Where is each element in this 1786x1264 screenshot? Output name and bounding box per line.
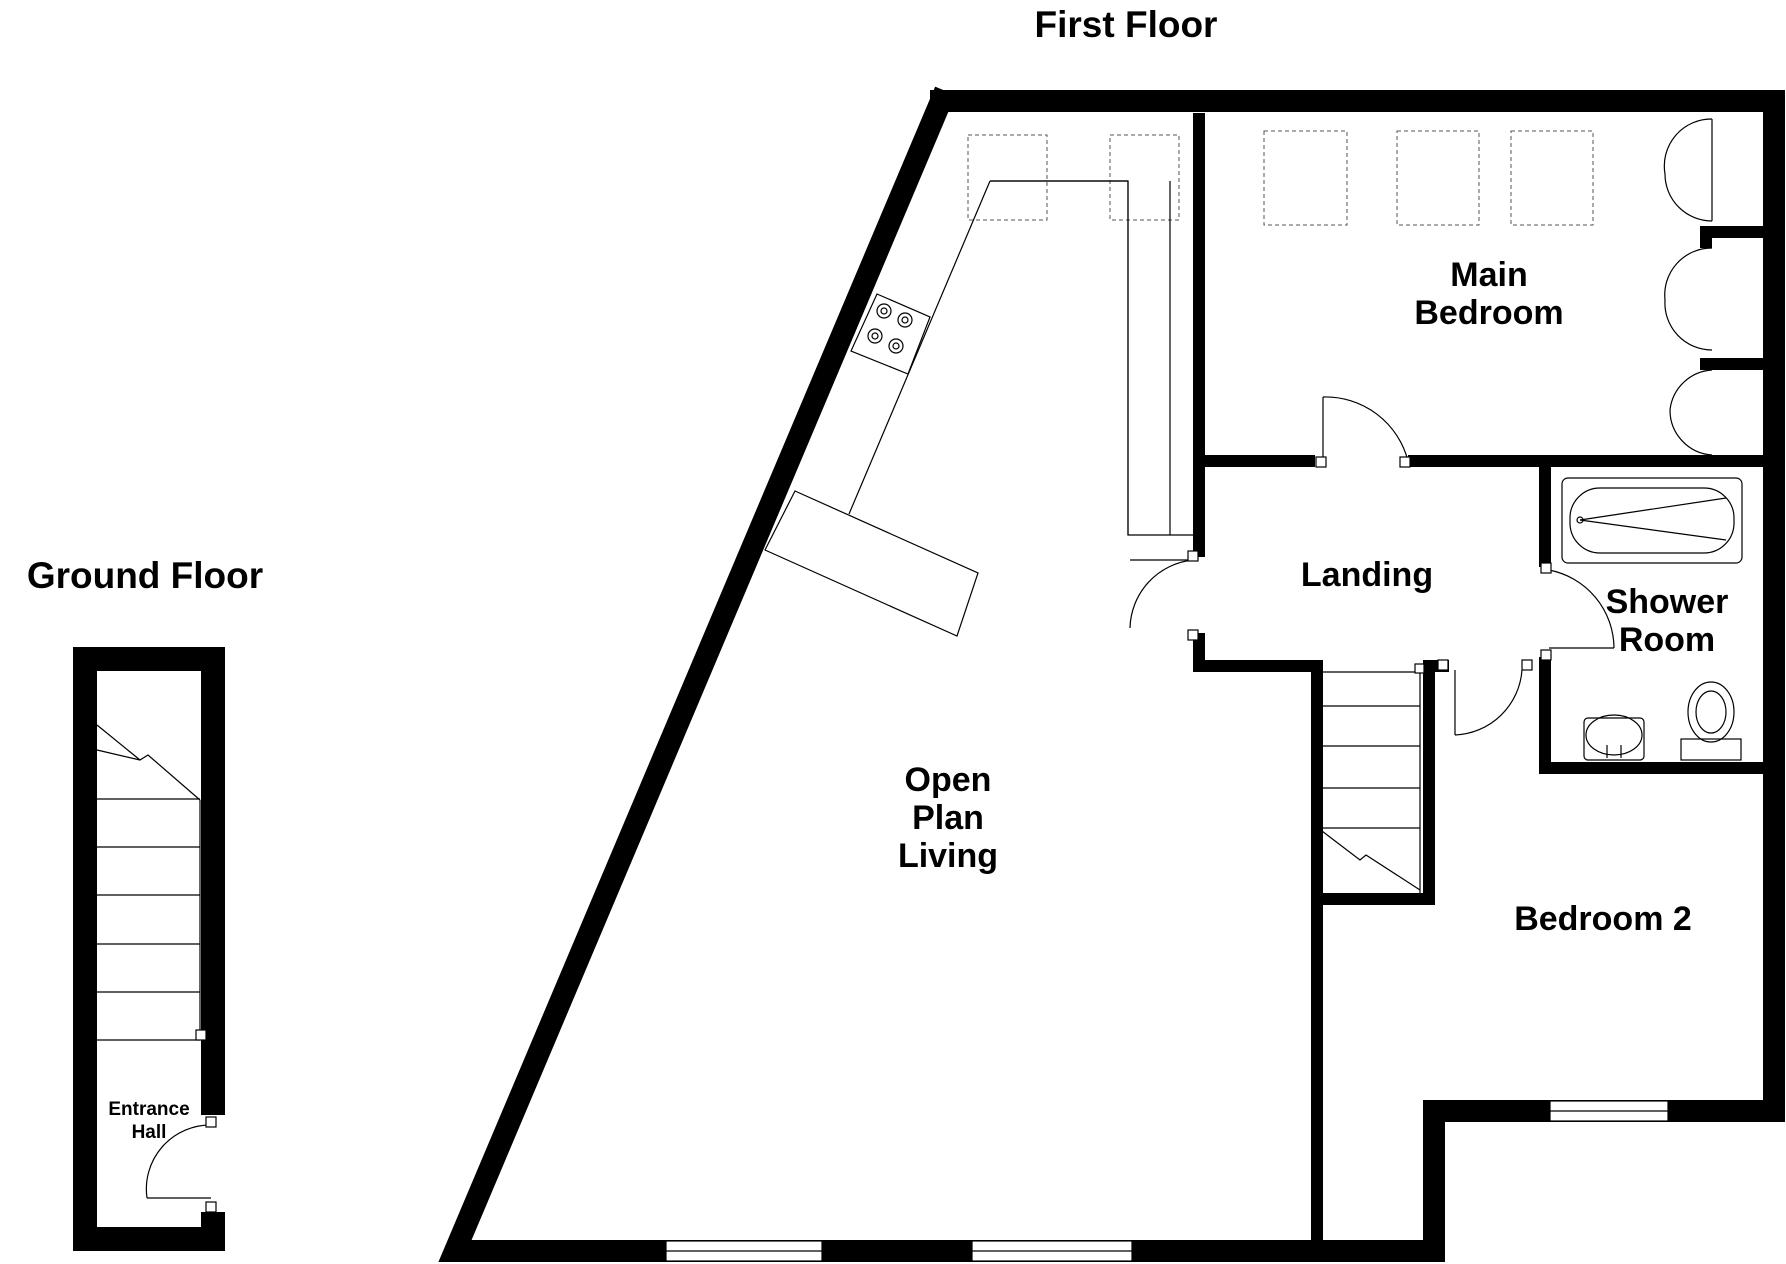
living-door	[1129, 550, 1199, 641]
bedroom-2-door	[1437, 659, 1533, 736]
toilet-icon	[1680, 681, 1742, 761]
entrance-hall-label-line2: Hall	[132, 1122, 167, 1143]
main-bedroom-label-line1: Main	[1450, 256, 1527, 294]
ground-floor-stairs	[96, 724, 207, 1041]
bath-icon	[1561, 477, 1743, 564]
wardrobe-doors	[1663, 118, 1713, 456]
exterior-walls	[438, 86, 1785, 1262]
first-floor-title: First Floor	[1035, 4, 1218, 45]
entrance-hall-label-line1: Entrance	[108, 1099, 189, 1120]
open-plan-living-label-line3: Living	[898, 837, 998, 875]
main-bedroom-label-line2: Bedroom	[1414, 294, 1563, 332]
breakfast-bar	[764, 490, 979, 637]
shower-room-door	[1540, 562, 1615, 661]
skylights	[967, 130, 1594, 226]
hob-icon	[850, 293, 931, 375]
main-bedroom-door	[1315, 396, 1411, 468]
first-floor-plan	[438, 86, 1785, 1262]
open-plan-living-label-line1: Open	[905, 761, 992, 799]
shower-room-label-line2: Room	[1619, 621, 1715, 659]
open-plan-living-label-line2: Plan	[912, 799, 984, 837]
landing-label: Landing	[1301, 556, 1433, 594]
kitchen-units	[848, 180, 1193, 536]
windows	[665, 1100, 1669, 1262]
first-floor-stairs	[1317, 663, 1425, 893]
shower-room-label-line1: Shower	[1606, 583, 1729, 621]
ground-floor-plan	[73, 647, 225, 1251]
entrance-door	[145, 1116, 217, 1213]
washbasin-icon	[1583, 714, 1645, 761]
bedroom-2-label: Bedroom 2	[1514, 900, 1692, 938]
ground-floor-title: Ground Floor	[27, 555, 263, 596]
